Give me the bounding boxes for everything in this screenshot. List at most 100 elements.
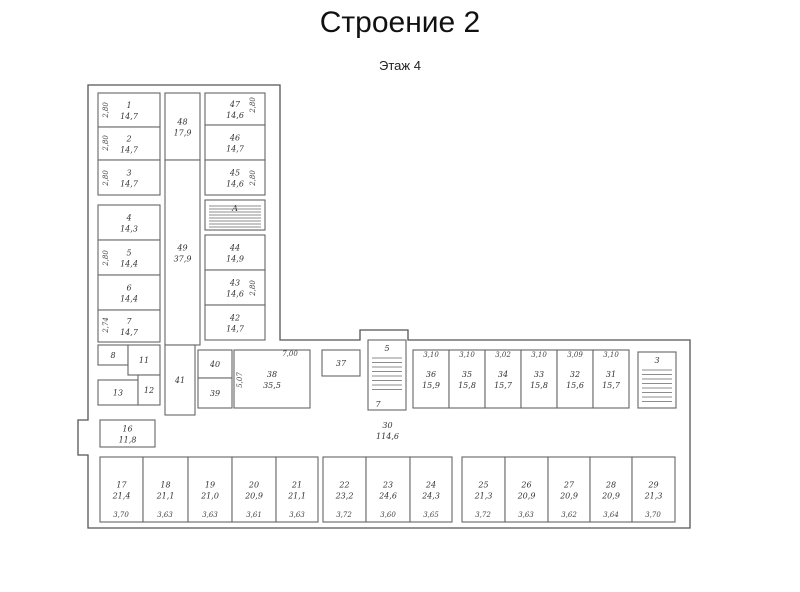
ceiling-height-label: 3,62 <box>561 511 577 519</box>
ceiling-height-label: 2,80 <box>249 97 257 114</box>
room-7: 7 <box>375 400 381 409</box>
room-number: 5 <box>384 344 389 353</box>
room-outline <box>592 349 630 409</box>
room-outline <box>204 159 266 196</box>
ceiling-height-label: 3,02 <box>495 351 511 359</box>
room-outline <box>520 349 558 409</box>
room-outline <box>204 304 266 341</box>
room-outline <box>99 456 144 523</box>
room-8: 8 <box>97 344 129 366</box>
room-area: 14,4 <box>120 295 138 304</box>
room-number: 38 <box>267 370 277 379</box>
room-area: 15,7 <box>494 381 513 390</box>
room-area: 15,8 <box>458 381 476 390</box>
room-7: 714,7 <box>97 309 161 343</box>
room-outline <box>97 204 161 241</box>
room-outline <box>164 92 201 161</box>
ceiling-height-label: 3,70 <box>645 511 661 519</box>
ceiling-height-label: 2,80 <box>102 250 110 267</box>
ceiling-height-label: 7,00 <box>282 350 298 358</box>
room-33: 33 15,8 <box>520 349 558 409</box>
room-area: 14,3 <box>120 225 138 234</box>
room-number: 1 <box>126 101 131 110</box>
room-outline <box>97 92 161 128</box>
room-area: 15,6 <box>566 381 584 390</box>
room-number: 4 <box>125 214 131 223</box>
ceiling-height-label: 3,63 <box>289 511 305 519</box>
room-outline <box>233 349 311 409</box>
room-number: 17 <box>116 481 127 490</box>
room-number: 18 <box>160 481 170 490</box>
room-number: 45 <box>229 169 240 178</box>
room-area: 20,9 <box>601 492 620 501</box>
room-area: 23,2 <box>335 492 354 501</box>
room-area: 14,7 <box>120 112 139 121</box>
ceiling-height-label: 3,63 <box>202 511 218 519</box>
room-area: 11,8 <box>119 436 137 445</box>
room-area: 15,8 <box>530 381 548 390</box>
room-1: 114,7 <box>97 92 161 128</box>
room-area: 114,6 <box>376 432 399 441</box>
room-outline <box>197 377 233 409</box>
room-outline <box>164 344 196 416</box>
room-6: 614,4 <box>97 274 161 311</box>
room-number: 23 <box>382 481 393 490</box>
room-number: 40 <box>209 360 220 369</box>
room-area: 14,7 <box>226 145 245 154</box>
ceiling-height-label: 5,07 <box>236 372 244 388</box>
room-number: 5 <box>126 249 131 258</box>
room-outline <box>137 374 161 406</box>
room-area: 21,1 <box>287 492 306 501</box>
room-3: 3 <box>637 351 677 409</box>
room-outline <box>631 456 676 523</box>
room-number: 29 <box>647 481 658 490</box>
room-number: 25 <box>477 481 488 490</box>
room-37: 37 <box>321 349 361 377</box>
room-outline <box>367 339 407 411</box>
room-number: 16 <box>122 425 132 434</box>
room-outline <box>97 309 161 343</box>
room-area: 21,0 <box>200 492 219 501</box>
room-outline <box>127 344 161 376</box>
room-41: 41 <box>164 344 196 416</box>
room-38: 38 35,5 <box>233 349 311 409</box>
room-number: 11 <box>139 356 149 365</box>
ceiling-height-label: 2,80 <box>249 280 257 297</box>
room-area: 35,5 <box>263 381 281 390</box>
ceiling-height-label: 3,10 <box>531 351 547 359</box>
room-area: 14,7 <box>226 325 245 334</box>
room-number: 49 <box>176 244 187 253</box>
room-12: 12 <box>137 374 161 406</box>
room-number: 33 <box>534 370 544 379</box>
room-outline <box>412 349 450 409</box>
room-outline <box>187 456 233 523</box>
room-area: 14,7 <box>120 328 139 337</box>
room-2: 214,7 <box>97 126 161 161</box>
room-number: 32 <box>570 370 580 379</box>
room-outline <box>142 456 189 523</box>
room-45: 45 14,6 <box>204 159 266 196</box>
room-area: 14,6 <box>226 290 244 299</box>
room-area: 14,9 <box>226 255 244 264</box>
room-number: 7 <box>126 317 132 326</box>
ceiling-height-label: 3,10 <box>603 351 619 359</box>
room-16: 16 11,8 <box>99 419 156 448</box>
room-area: 20,9 <box>559 492 578 501</box>
room-outline <box>448 349 486 409</box>
room-outline <box>231 456 277 523</box>
room-area: 17,9 <box>174 129 192 138</box>
room-outline <box>322 456 367 523</box>
room-number: 37 <box>336 359 347 368</box>
room-area: 14,6 <box>226 180 244 189</box>
ceiling-height-label: 3,63 <box>157 511 173 519</box>
